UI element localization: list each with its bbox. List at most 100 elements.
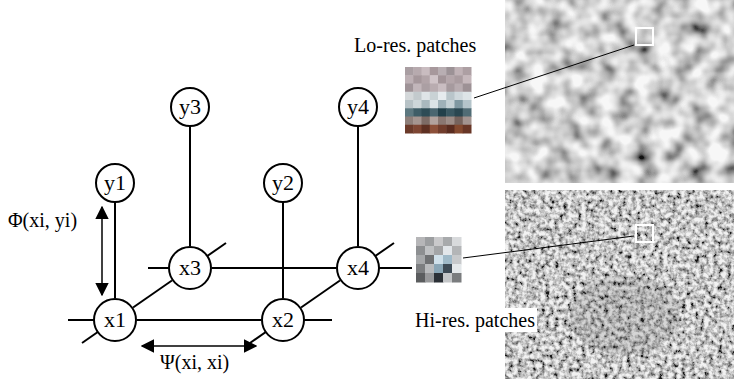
variable-node: x3: [168, 246, 212, 290]
thumb-pixel: [446, 117, 455, 126]
graph-edge: [114, 203, 116, 298]
node-label: x2: [272, 309, 294, 331]
thumb-pixel: [434, 246, 444, 256]
patch-marker: [636, 225, 653, 242]
lattice-stubs: [68, 243, 412, 343]
thumb-pixel: [430, 75, 439, 84]
thumb-pixel: [416, 264, 426, 274]
thumb-pixel: [455, 125, 464, 134]
graph-edge: [212, 267, 336, 269]
thumb-pixel: [422, 67, 431, 76]
thumb-pixel: [416, 246, 426, 256]
thumb-pixel: [422, 125, 431, 134]
thumb-pixel: [438, 75, 447, 84]
lo-res-image: [505, 0, 734, 183]
thumb-pixel: [438, 84, 447, 93]
variable-node: y2: [263, 163, 303, 203]
thumb-pixel: [463, 84, 472, 93]
thumb-pixel: [425, 264, 435, 274]
node-label: y3: [179, 96, 201, 118]
node-label: y1: [104, 172, 126, 194]
patch-label: Hi-res. patches: [413, 308, 537, 332]
thumb-pixel: [425, 237, 435, 247]
tiger-shade: [570, 275, 680, 355]
thumb-pixel: [438, 100, 447, 109]
thumb-pixel: [452, 255, 462, 265]
thumb-pixel: [443, 255, 453, 265]
thumb-pixel: [405, 84, 414, 93]
thumb-pixel: [452, 264, 462, 274]
psi-arrow: [142, 345, 256, 347]
thumb-pixel: [446, 108, 455, 117]
thumb-pixel: [422, 100, 431, 109]
thumb-pixel: [425, 255, 435, 265]
thumb-pixel: [455, 100, 464, 109]
graph-edge: [133, 281, 172, 308]
thumb-pixel: [438, 67, 447, 76]
hi-res-texture: [505, 190, 734, 379]
thumb-pixel: [446, 75, 455, 84]
thumb-pixel: [413, 108, 422, 117]
graph-edge: [189, 127, 191, 246]
hi-res-image: [505, 190, 734, 379]
leader-line: [474, 45, 634, 98]
thumb-pixel: [416, 273, 426, 283]
thumb-pixel: [438, 125, 447, 134]
node-label: y4: [347, 96, 369, 118]
thumb-pixel: [405, 125, 414, 134]
thumb-pixel: [434, 264, 444, 274]
node-label: x4: [347, 257, 369, 279]
thumb-pixel: [425, 273, 435, 283]
graph-edge: [357, 127, 359, 246]
thumb-pixel: [455, 108, 464, 117]
thumb-pixel: [455, 92, 464, 101]
thumb-pixel: [413, 67, 422, 76]
thumb-pixel: [455, 84, 464, 93]
leader-line: [463, 236, 634, 258]
thumb-pixel: [422, 75, 431, 84]
thumb-pixel: [405, 67, 414, 76]
thumb-pixel: [422, 117, 431, 126]
thumb-pixel: [463, 108, 472, 117]
variable-node: x4: [336, 246, 380, 290]
thumb-pixel: [416, 237, 426, 247]
thumb-pixel: [430, 67, 439, 76]
graph-edge: [282, 203, 284, 298]
thumb-pixel: [430, 92, 439, 101]
thumb-pixel: [446, 125, 455, 134]
graph-edge: [137, 319, 261, 321]
thumb-pixel: [413, 75, 422, 84]
thumb-pixel: [438, 108, 447, 117]
thumb-pixel: [413, 125, 422, 134]
patch-label: Lo-res. patches: [352, 33, 478, 57]
thumb-pixel: [455, 67, 464, 76]
thumb-pixel: [438, 117, 447, 126]
thumb-pixel: [405, 75, 414, 84]
thumb-pixel: [463, 67, 472, 76]
thumb-pixel: [422, 108, 431, 117]
thumb-pixel: [438, 92, 447, 101]
node-label: x1: [104, 309, 126, 331]
thumb-pixel: [446, 67, 455, 76]
thumb-pixel: [405, 100, 414, 109]
thumb-pixel: [425, 246, 435, 256]
thumb-pixel: [463, 75, 472, 84]
potential-label: Φ(xi, yi): [8, 208, 77, 232]
thumb-pixel: [405, 92, 414, 101]
lo-res-thumbnail: [405, 67, 472, 134]
thumb-pixel: [446, 100, 455, 109]
hi-res-thumbnail: [416, 237, 462, 283]
graph-edge: [301, 281, 340, 308]
patch-marker: [636, 28, 653, 45]
thumb-pixel: [463, 100, 472, 109]
thumb-pixel: [443, 264, 453, 274]
thumb-pixel: [405, 117, 414, 126]
node-label: y2: [272, 172, 294, 194]
thumb-pixel: [463, 92, 472, 101]
thumb-pixel: [413, 92, 422, 101]
thumb-pixel: [455, 75, 464, 84]
thumb-pixel: [452, 273, 462, 283]
potential-label: Ψ(xi, xi): [160, 350, 229, 374]
thumb-pixel: [455, 117, 464, 126]
thumb-pixel: [405, 108, 414, 117]
